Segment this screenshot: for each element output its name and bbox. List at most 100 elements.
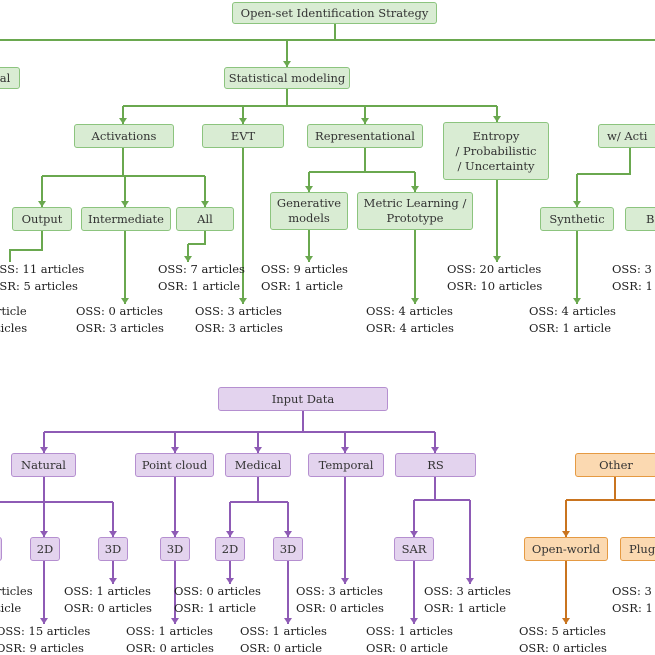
arrowhead	[109, 531, 117, 537]
stats-line: OSR: 0 articles	[296, 601, 384, 615]
arrowhead	[109, 578, 117, 584]
node-representational: Representational	[307, 124, 423, 148]
stats-line: OSR: 1 article	[424, 601, 507, 615]
node-activations: Activations	[74, 124, 174, 148]
node-input-data: Input Data	[218, 387, 388, 411]
node-all: All	[176, 207, 234, 231]
stats-line: OSR: 0 article	[366, 641, 449, 655]
node-natural: Natural	[11, 453, 76, 477]
stats-line: OSR: 1 article	[174, 601, 257, 615]
arrowhead	[410, 618, 418, 624]
node-sar: SAR	[394, 537, 434, 561]
arrowhead	[184, 256, 192, 262]
stats-line: OSS: 3 articles	[195, 304, 282, 318]
arrowhead	[38, 201, 46, 207]
stats-cut-left: rticle ticles	[0, 304, 27, 338]
stats-line: OSS: 3 articles	[424, 584, 511, 598]
stats-cut-left-bottom: rticles ticle	[0, 584, 33, 618]
arrowhead	[171, 531, 179, 537]
stats-line: OSR: 0 articles	[64, 601, 152, 615]
stats-line: OSS: 1 articles	[366, 624, 453, 638]
stats-temporal: OSS: 3 articles OSR: 0 articles	[296, 584, 384, 618]
arrowhead	[361, 118, 369, 124]
stats-line: OSS: 1 articles	[240, 624, 327, 638]
stats-intermediate: OSS: 0 articles OSR: 3 articles	[76, 304, 164, 338]
connector	[188, 231, 206, 245]
stats-line: OSS: 4 articles	[529, 304, 616, 318]
stats-cut-right: OSS: 3 OSR: 1	[612, 262, 653, 296]
arrowhead	[283, 61, 291, 67]
arrowhead	[411, 186, 419, 192]
arrowhead	[239, 118, 247, 124]
node-natural-2d: 2D	[30, 537, 60, 561]
node-output: Output	[12, 207, 72, 231]
node-point-cloud-3d: 3D	[160, 537, 190, 561]
node-medical-2d: 2D	[215, 537, 245, 561]
arrowhead	[40, 618, 48, 624]
node-open-world: Open-world	[524, 537, 608, 561]
arrowhead	[40, 447, 48, 453]
stats-line: OSS: 9 articles	[261, 262, 348, 276]
node-evt: EVT	[202, 124, 284, 148]
connector	[9, 231, 43, 262]
stats-sar: OSS: 1 articles OSR: 0 article	[366, 624, 453, 655]
stats-line: rticle	[0, 304, 27, 318]
node-cut-plug: Plug	[620, 537, 655, 561]
stats-all: OSS: 7 articles OSR: 1 article	[158, 262, 245, 296]
stats-line: ticle	[0, 601, 22, 615]
stats-line: OSS: 11 articles	[0, 262, 85, 276]
stats-line: OSR: 0 articles	[519, 641, 607, 655]
stats-line: OSR: 1 article	[261, 279, 344, 293]
stats-evt: OSS: 3 articles OSR: 3 articles	[195, 304, 283, 338]
stats-line: OSS: 15 articles	[0, 624, 91, 638]
stats-line: OSS: 0 articles	[174, 584, 261, 598]
arrowhead	[411, 298, 419, 304]
stats-generative: OSS: 9 articles OSR: 1 article	[261, 262, 348, 296]
stats-line: OSR: 1	[612, 601, 653, 615]
arrowhead	[226, 578, 234, 584]
stats-medical-3d: OSS: 1 articles OSR: 0 article	[240, 624, 327, 655]
stats-line: OSS: 0 articles	[76, 304, 163, 318]
node-medical: Medical	[225, 453, 291, 477]
arrowhead	[341, 447, 349, 453]
arrowhead	[121, 298, 129, 304]
node-cut-acti: w/ Acti	[598, 124, 655, 148]
node-entropy-line1: Entropy	[472, 128, 520, 143]
stats-metric: OSS: 4 articles OSR: 4 articles	[366, 304, 454, 338]
arrowhead	[305, 256, 313, 262]
node-entropy-line2: / Probabilistic	[455, 143, 537, 158]
node-generative-line2: models	[288, 211, 330, 225]
stats-line: OSR: 5 articles	[0, 279, 78, 293]
stats-line: OSR: 9 articles	[0, 641, 84, 655]
arrowhead	[171, 618, 179, 624]
stats-rs: OSS: 3 articles OSR: 1 article	[424, 584, 511, 618]
arrowhead	[410, 531, 418, 537]
stats-line: OSR: 1	[612, 279, 653, 293]
stats-output: OSS: 11 articles OSR: 5 articles	[0, 262, 84, 296]
arrowhead	[201, 201, 209, 207]
stats-line: OSS: 20 articles	[447, 262, 542, 276]
stats-line: OSR: 0 articles	[126, 641, 214, 655]
stats-line: OSS: 3 articles	[296, 584, 383, 598]
stats-natural-3d: OSS: 1 articles OSR: 0 articles	[64, 584, 152, 618]
stats-entropy: OSS: 20 articles OSR: 10 articles	[447, 262, 542, 296]
stats-line: rticles	[0, 584, 33, 598]
arrowhead	[239, 298, 247, 304]
node-other: Other	[575, 453, 655, 477]
node-metric-line2: Prototype	[386, 211, 444, 225]
node-metric-learning: Metric Learning / Prototype	[357, 192, 473, 230]
node-point-cloud: Point cloud	[135, 453, 214, 477]
stats-line: OSR: 1 article	[529, 321, 612, 335]
arrowhead	[493, 116, 501, 122]
arrowhead	[226, 531, 234, 537]
arrowhead	[284, 618, 292, 624]
arrowhead	[40, 531, 48, 537]
stats-line: OSS: 4 articles	[366, 304, 453, 318]
arrowhead	[171, 447, 179, 453]
arrowhead	[284, 531, 292, 537]
stats-cut-right-bottom: OSS: 3 OSR: 1	[612, 584, 653, 618]
stats-line: OSS: 5 articles	[519, 624, 606, 638]
stats-line: OSS: 3	[612, 584, 652, 598]
